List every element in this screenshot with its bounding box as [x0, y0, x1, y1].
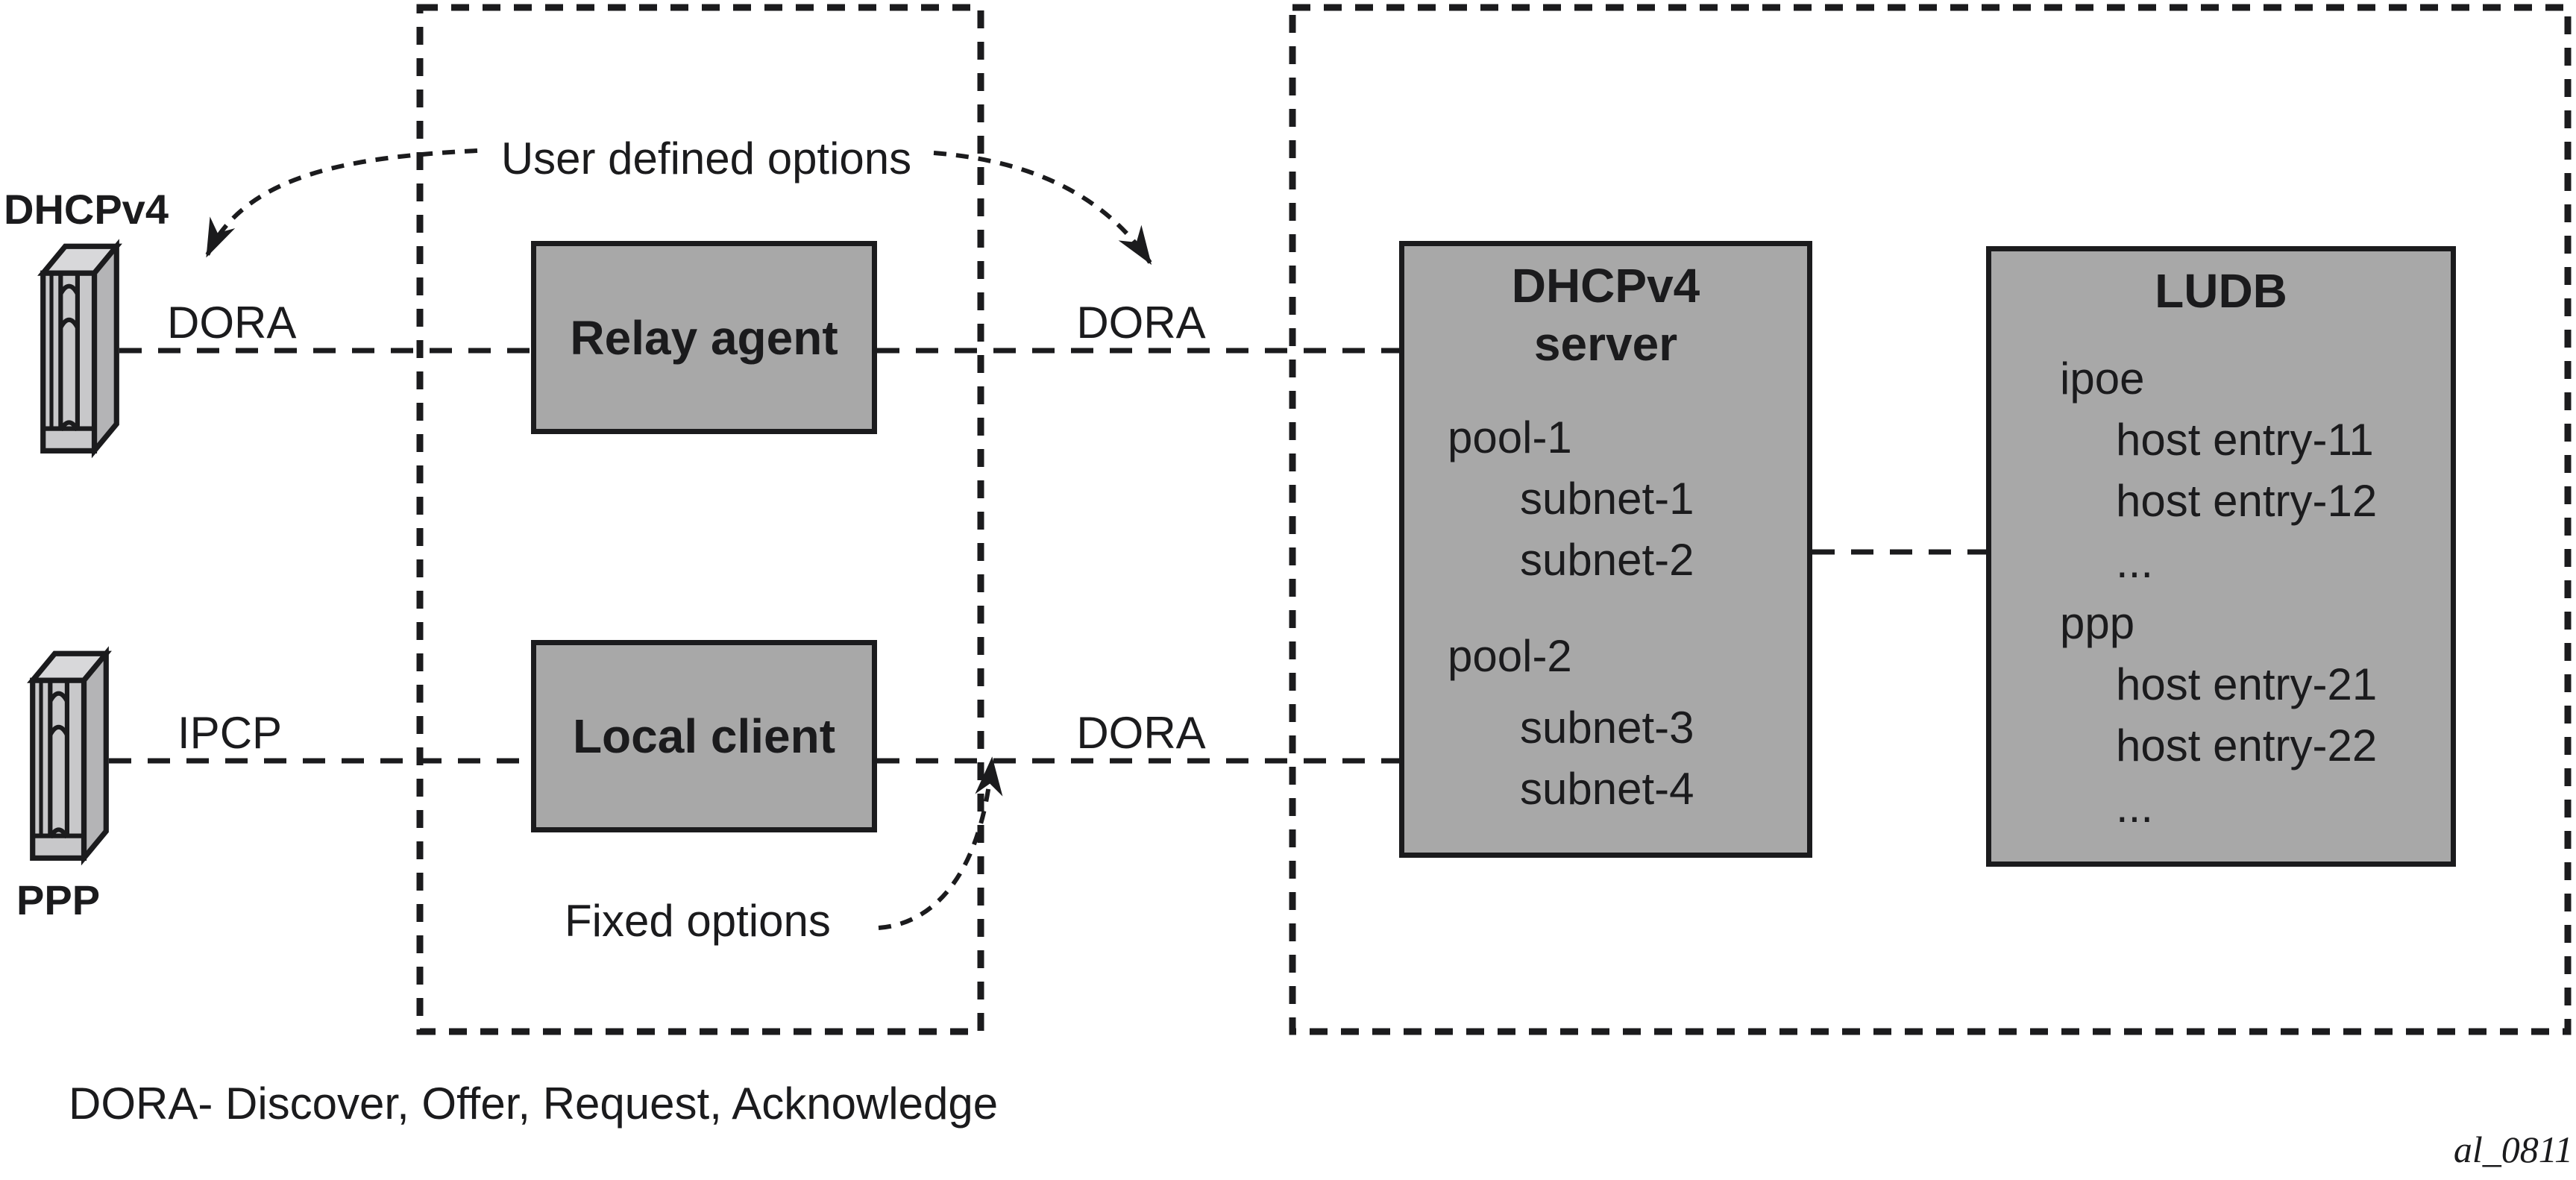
link-label-dora-client-relay: DORA — [167, 298, 297, 348]
link-label-dora-relay-server: DORA — [1076, 298, 1206, 348]
relay-zone-dashed-border — [416, 4, 984, 1035]
pool-item: pool-2 — [1448, 631, 1572, 681]
ludb-group: ipoe — [2060, 354, 2145, 404]
ludb-items: ipoe host entry-11 host entry-12 ... ppp… — [1991, 348, 2451, 838]
ludb-title: LUDB — [2155, 264, 2287, 318]
link-label-ipcp: IPCP — [178, 708, 283, 758]
dhcp-server-items: pool-1 subnet-1 subnet-2 pool-2 subnet-3… — [1404, 407, 1807, 820]
subnet-item: subnet-3 — [1520, 703, 1694, 753]
arrow-user-options-to-server-link — [933, 151, 1152, 266]
ludb-group: ppp — [2060, 598, 2135, 648]
link-label-dora-local-server: DORA — [1076, 708, 1206, 758]
relay-agent-label: Relay agent — [570, 310, 838, 365]
ludb-ellipsis: ... — [2116, 782, 2154, 832]
local-client-label: Local client — [572, 709, 836, 763]
arrow-user-options-to-dhcp-client — [205, 148, 478, 258]
dhcp-server-title: DHCPv4 server — [1404, 246, 1807, 373]
ppp-client-node-icon — [27, 646, 112, 876]
dhcp-server-title-line2: server — [1533, 317, 1678, 371]
dhcp-server-box: DHCPv4 server pool-1 subnet-1 subnet-2 p… — [1399, 241, 1812, 858]
subnet-item: subnet-1 — [1520, 474, 1694, 524]
ludb-host-entry: host entry-11 — [2116, 415, 2374, 465]
ludb-ellipsis: ... — [2116, 537, 2154, 587]
subnet-item: subnet-4 — [1520, 764, 1694, 814]
ludb-host-entry: host entry-12 — [2116, 476, 2378, 526]
server-zone-dashed-border — [1289, 4, 2572, 1035]
arrow-fixed-options-to-server-link — [878, 756, 1003, 930]
ludb-box: LUDB ipoe host entry-11 host entry-12 ..… — [1986, 246, 2456, 867]
figure-id: al_0811 — [2453, 1129, 2573, 1170]
dhcp-client-label: DHCPv4 — [4, 186, 169, 233]
ludb-host-entry: host entry-22 — [2116, 721, 2378, 771]
pool-item: pool-1 — [1448, 412, 1572, 462]
dhcp-server-title-line1: DHCPv4 — [1511, 259, 1700, 313]
subnet-item: subnet-2 — [1520, 535, 1694, 585]
dora-legend: DORA- Discover, Offer, Request, Acknowle… — [69, 1079, 999, 1129]
dhcp-client-node-icon — [37, 239, 122, 468]
user-defined-options-note: User defined options — [500, 134, 912, 183]
ppp-client-label: PPP — [16, 876, 101, 923]
relay-agent-box: Relay agent — [531, 241, 877, 434]
fixed-options-note: Fixed options — [565, 896, 831, 946]
local-client-box: Local client — [531, 640, 877, 832]
ludb-host-entry: host entry-21 — [2116, 659, 2378, 709]
